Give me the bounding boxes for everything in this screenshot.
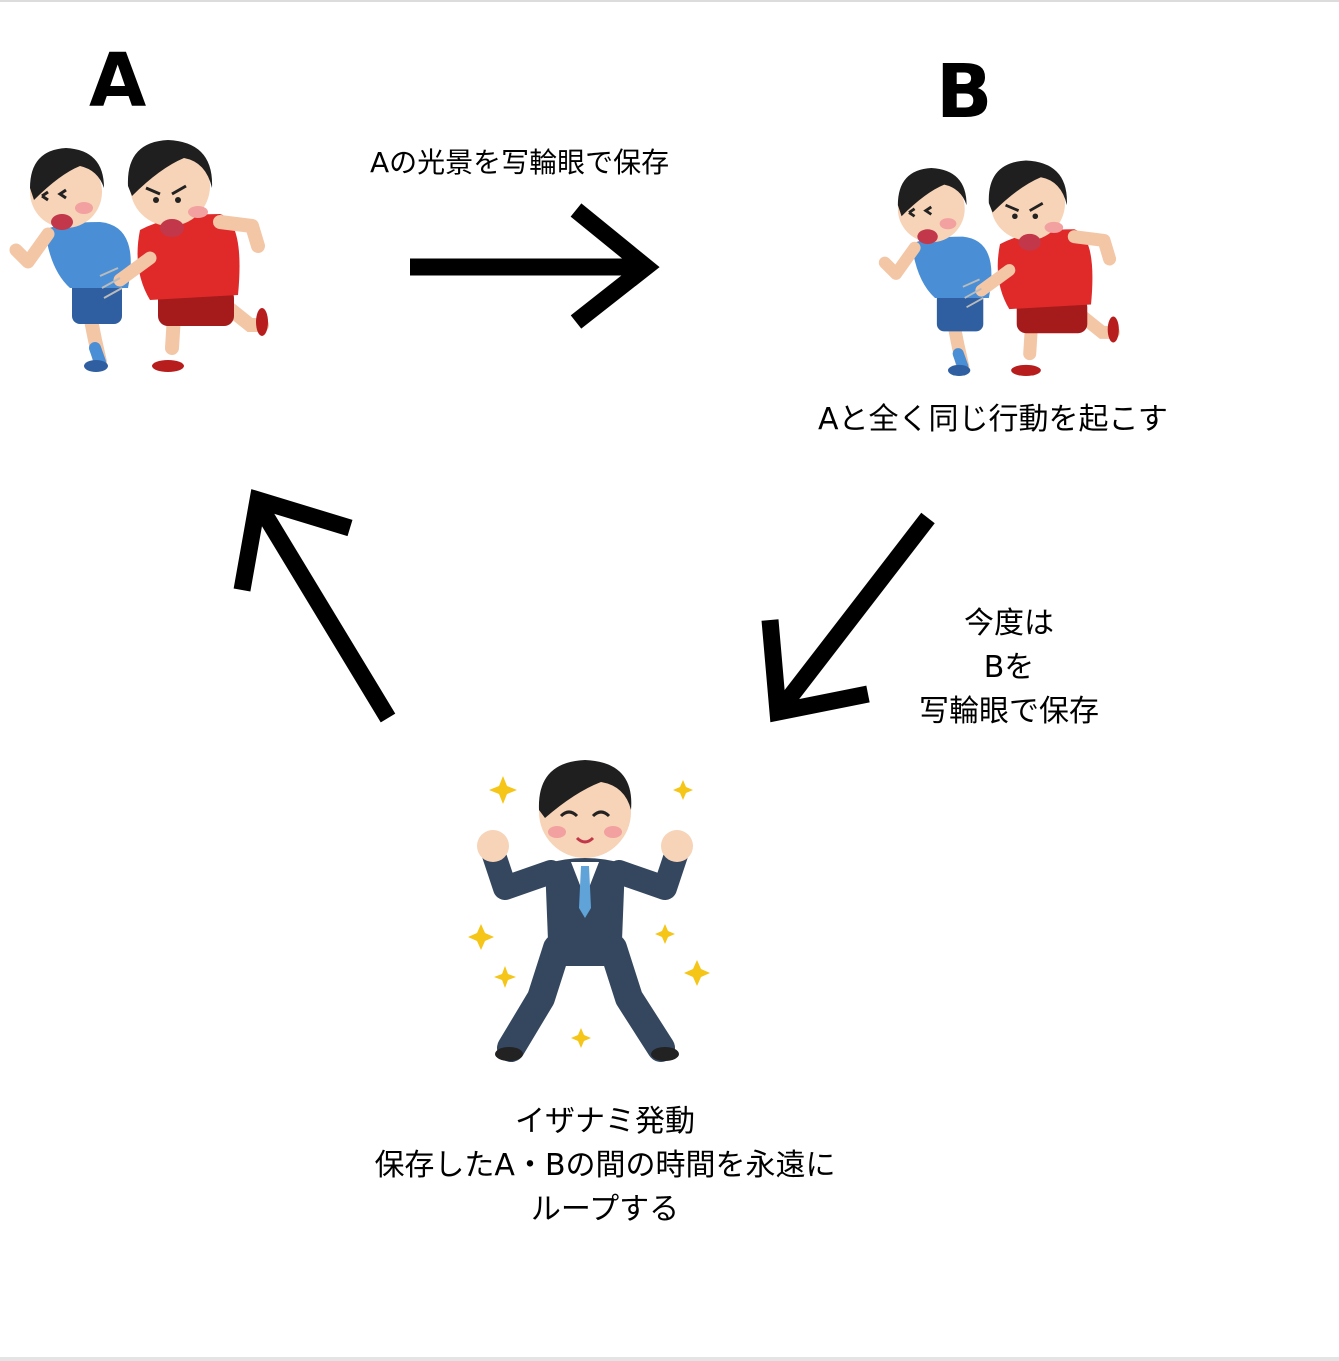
boys-running-illustration-a	[9, 140, 269, 372]
caption-izanami-line-2: 保存したA・Bの間の時間を永遠に	[374, 1148, 836, 1183]
label-a: A	[89, 38, 147, 124]
sparkle-icon	[494, 966, 516, 988]
caption-save-b-line-3: 写輪眼で保存	[919, 694, 1099, 729]
caption-izanami: イザナミ発動 保存したA・Bの間の時間を永遠に ループする	[345, 1100, 865, 1232]
caption-save-a: Aの光景を写輪眼で保存	[370, 146, 670, 179]
sparkle-icon	[489, 776, 517, 804]
caption-save-b: 今度は Bを 写輪眼で保存	[906, 602, 1112, 734]
caption-save-b-line-2: Bを	[983, 650, 1035, 685]
caption-izanami-line-3: ループする	[530, 1192, 680, 1227]
sparkle-icon	[673, 780, 693, 800]
arrow-b-to-center	[761, 512, 935, 723]
red-boy	[99, 140, 269, 372]
bottom-border	[0, 1357, 1339, 1361]
caption-save-b-line-1: 今度は	[964, 606, 1054, 641]
label-b: B	[936, 49, 993, 135]
sparkle-icon	[655, 924, 675, 944]
sparkle-icon	[468, 924, 494, 950]
boys-running-illustration-b	[878, 160, 1120, 376]
arrow-center-to-a	[233, 489, 396, 723]
top-border	[0, 0, 1339, 2]
caption-izanami-line-1: イザナミ発動	[515, 1104, 695, 1139]
sparkle-icon	[684, 960, 710, 986]
sparkle-icons	[468, 776, 710, 1048]
arrow-a-to-b	[410, 203, 660, 329]
caption-same-action: Aと全く同じ行動を起こす	[818, 402, 1168, 437]
sparkle-icon	[571, 1028, 591, 1048]
red-boy	[962, 160, 1120, 376]
businessman-happy-illustration	[468, 760, 710, 1062]
